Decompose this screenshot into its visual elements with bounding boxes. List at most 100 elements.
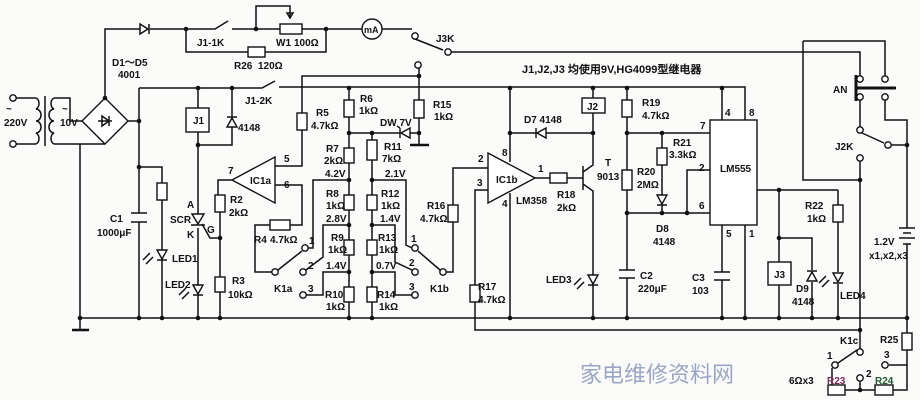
- junction-node: [136, 164, 142, 170]
- bridge-label: D1～D5: [112, 58, 148, 69]
- terminal: [856, 75, 864, 83]
- label-r19-value: 4.7kΩ: [642, 111, 669, 122]
- label-d8: D8: [656, 224, 669, 235]
- junction-node: [624, 315, 630, 321]
- label-r18-value: 2kΩ: [557, 203, 576, 214]
- label-r25: R25: [880, 335, 899, 346]
- label-lm358: LM358: [516, 196, 548, 207]
- label-led3: LED3: [546, 275, 572, 286]
- label-led1: LED1: [172, 254, 198, 265]
- label-r15-value: 1kΩ: [434, 112, 453, 123]
- diode-d9: [805, 270, 819, 282]
- pin-ic1b-8: 8: [502, 148, 508, 159]
- label-ammeter: mA: [364, 25, 379, 35]
- junction-node: [590, 130, 596, 136]
- label-r17-value: 4.7kΩ: [478, 295, 505, 306]
- k1b-pos-3: 3: [409, 282, 415, 293]
- label-r19: R19: [642, 98, 661, 109]
- label-j1-2k: J1-2K: [245, 96, 273, 107]
- label-r21: R21: [673, 138, 692, 149]
- resistor-r25: [901, 332, 913, 351]
- led1-icon: [155, 249, 169, 261]
- label-r8-value: 1kΩ: [326, 201, 345, 212]
- terminal: [881, 75, 889, 83]
- label-r5: R5: [316, 108, 329, 119]
- junction-node: [369, 177, 375, 183]
- label-k1a: K1a: [274, 284, 293, 295]
- label-scr: SCR: [170, 215, 192, 226]
- junction-node: [369, 130, 375, 136]
- bridge-part: 4001: [118, 70, 141, 81]
- junction-node: [904, 315, 910, 321]
- an-pushbar: [854, 75, 896, 101]
- terminal: [444, 48, 452, 56]
- junction-node: [835, 315, 841, 321]
- label-r16: R16: [427, 201, 446, 212]
- mains-voltage: 220V: [4, 118, 28, 129]
- junction-node: [346, 315, 352, 321]
- junction-node: [507, 85, 513, 91]
- relay-j2: [581, 97, 606, 114]
- terminal: [411, 244, 419, 252]
- capacitor-c1: [131, 212, 147, 223]
- junction-node: [346, 177, 352, 183]
- label-j1-diode: 4148: [238, 123, 261, 134]
- label-r12: R12: [381, 189, 400, 200]
- label-r11-value: 7kΩ: [382, 154, 401, 165]
- resistor-r26: [247, 46, 266, 58]
- k1b-pos-1: 1: [411, 234, 417, 245]
- pin-555-6: 6: [699, 201, 705, 212]
- junction-node: [195, 315, 201, 321]
- junction-node: [195, 142, 201, 148]
- resistor-r16: [447, 204, 459, 223]
- resistor-r23: [827, 384, 846, 396]
- wire-top: [16, 5, 908, 391]
- resistor-r12: [366, 194, 378, 211]
- label-r8: R8: [326, 189, 339, 200]
- terminal: [856, 126, 864, 134]
- label-dw: DW 7V: [380, 118, 412, 129]
- label-r6: R6: [360, 94, 373, 105]
- junction-node: [659, 130, 665, 136]
- zener-diode-dw: [396, 125, 411, 140]
- capacitor-c3: [714, 271, 730, 281]
- junction-node: [507, 315, 513, 321]
- resistor-r14: [366, 286, 378, 303]
- junction-node: [659, 210, 665, 216]
- junction-node: [904, 142, 910, 148]
- label-j1: J1: [193, 116, 205, 127]
- wires: [16, 5, 908, 391]
- label-r20: R20: [637, 167, 656, 178]
- junction-node: [217, 235, 223, 241]
- junction-node: [346, 269, 352, 275]
- junction-node: [776, 187, 782, 193]
- label-c2: C2: [640, 271, 653, 282]
- junction-node: [857, 177, 863, 183]
- terminal: [411, 268, 419, 276]
- terminal: [881, 93, 889, 101]
- label-lm555: LM555: [720, 164, 752, 175]
- ground-symbols: [72, 143, 429, 332]
- label-r23-note: 6Ωx3: [789, 376, 814, 387]
- timer-lm555: [709, 119, 758, 226]
- terminal: [411, 32, 419, 40]
- label-r24: R24: [875, 376, 894, 387]
- terminal: [299, 291, 307, 299]
- resistor-r22: [832, 204, 844, 223]
- ac-symbol-secondary: ~: [62, 104, 68, 115]
- label-j3k: J3K: [436, 34, 455, 45]
- label-r4-value: 4.7kΩ: [270, 235, 297, 246]
- junction-node: [624, 85, 630, 91]
- label-scr-g: G: [207, 225, 215, 236]
- label-r26: R26: [234, 61, 253, 72]
- resistor-r11: [366, 139, 378, 161]
- pin-555-8: 8: [749, 108, 755, 119]
- terminal: [439, 268, 447, 276]
- led3-light-arrows-icon: [573, 277, 585, 290]
- label-r12-value: 1kΩ: [381, 201, 400, 212]
- resistor-r5: [296, 112, 308, 131]
- label-r22-value: 1kΩ: [807, 214, 826, 225]
- switch-blades: [277, 38, 885, 364]
- transformer-icon: [35, 96, 55, 146]
- led4-icon: [831, 272, 845, 284]
